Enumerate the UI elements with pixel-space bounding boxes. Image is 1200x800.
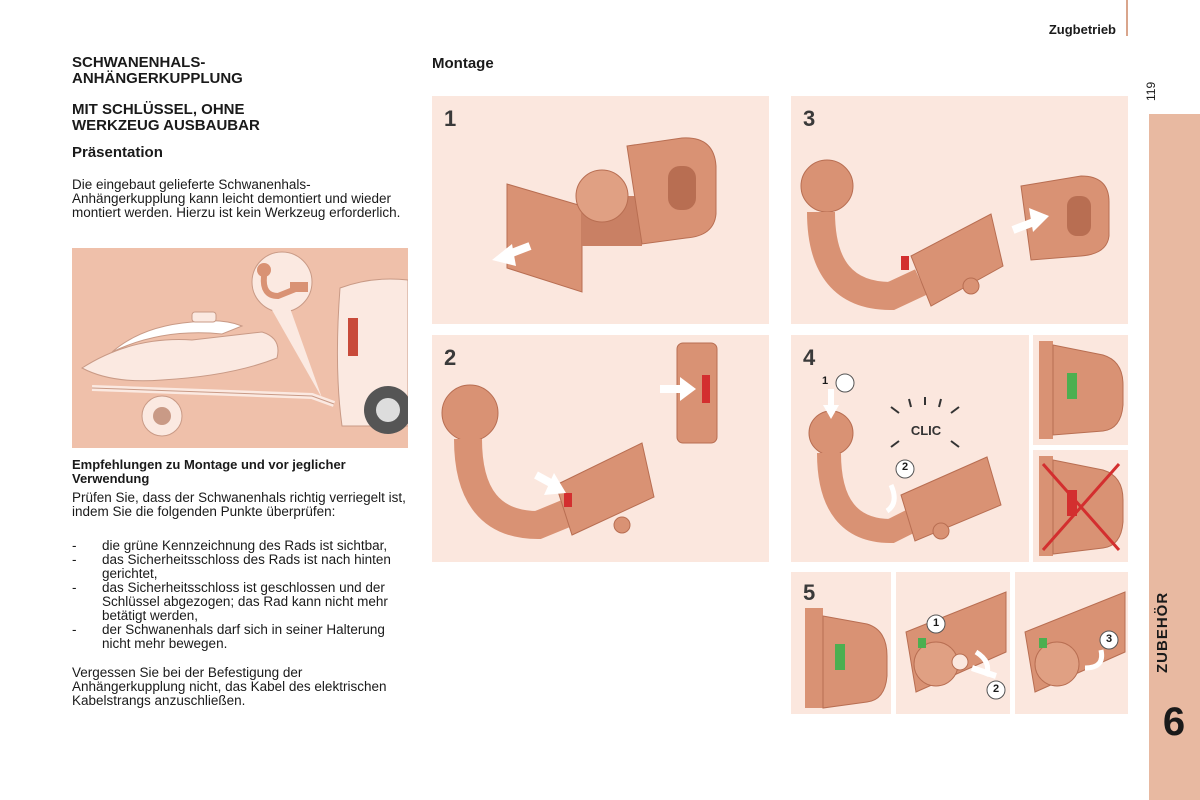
section-title: Zugbetrieb [1048, 22, 1116, 37]
presentation-heading: Präsentation [72, 144, 163, 161]
list-bullet: - [72, 552, 77, 567]
step-5c-panel: 3 [1015, 572, 1128, 714]
step-5b-panel: 1 2 [896, 572, 1010, 714]
list-item-text: das Sicherheitsschloss des Rads ist nach… [102, 552, 391, 581]
step-5-illustration [805, 608, 888, 709]
step-3-number: 3 [803, 106, 816, 131]
montage-heading: Montage [432, 55, 494, 72]
list-item: - der Schwanenhals darf sich in seiner Ha… [72, 623, 407, 651]
wrong-position-illustration [1039, 456, 1124, 556]
trailer-illustration [72, 248, 408, 448]
list-item: - die grüne Kennzeichnung des Rads ist si… [72, 539, 407, 553]
step-4-illustration [808, 373, 1002, 544]
step-4-panel: 4 1 2 CLIC [791, 335, 1029, 562]
list-item-text: das Sicherheitsschloss ist geschlossen u… [102, 580, 388, 623]
page-number: 119 [1144, 81, 1158, 101]
main-title-line-2: ANHÄNGERKUPPLUNG [72, 70, 243, 87]
clic-label: CLIC [910, 423, 942, 438]
step-1-number: 1 [444, 106, 457, 131]
main-title: SCHWANENHALS- ANHÄNGERKUPPLUNG [72, 55, 372, 87]
secondary-title: MIT SCHLÜSSEL, OHNE WERKZEUG AUSBAUBAR [72, 102, 372, 134]
step-1-illustration [492, 137, 717, 293]
main-title-line-1: SCHWANENHALS- [72, 54, 206, 71]
step-3-illustration [800, 159, 1110, 311]
step-5-number: 5 [803, 580, 816, 605]
step-3-panel: 3 [791, 96, 1128, 324]
marker-3: 3 [1105, 633, 1113, 645]
list-bullet: - [72, 580, 77, 595]
secondary-title-line-1: MIT SCHLÜSSEL, OHNE [72, 101, 245, 118]
step-5-panel: 5 [791, 572, 891, 714]
marker-2: 2 [901, 461, 909, 473]
chapter-tab-label: ZUBEHÖR [1154, 591, 1171, 674]
step-4-detail-wrong-panel [1033, 450, 1128, 562]
step-2-number: 2 [444, 345, 457, 370]
intro-paragraph: Die eingebaut gelieferte Schwanenhals-An… [72, 177, 401, 220]
chapter-number: 6 [1162, 700, 1186, 744]
step-4-number: 4 [803, 345, 816, 370]
list-item-text: der Schwanenhals darf sich in seiner Hal… [102, 622, 385, 651]
secondary-title-line-2: WERKZEUG AUSBAUBAR [72, 117, 260, 134]
marker-2: 2 [992, 683, 1000, 695]
header-rule [1126, 0, 1128, 36]
recommendations-intro: Prüfen Sie, dass der Schwanenhals richti… [72, 490, 406, 519]
lock-closed-illustration [1024, 591, 1126, 693]
step-1-panel: 1 [432, 96, 769, 324]
list-item: - das Sicherheitsschloss des Rads ist nac… [72, 553, 407, 581]
marker-1: 1 [821, 375, 829, 387]
marker-1: 1 [932, 617, 940, 629]
chapter-side-tab [1149, 114, 1200, 800]
recommendations-list: - die grüne Kennzeichnung des Rads ist si… [72, 539, 407, 651]
list-item: - das Sicherheitsschloss ist geschlossen … [72, 581, 407, 623]
list-bullet: - [72, 538, 77, 553]
step-4-detail-ok-panel [1033, 335, 1128, 445]
step-2-panel: 2 [432, 335, 769, 562]
list-item-text: die grüne Kennzeichnung des Rads ist sic… [102, 538, 388, 553]
closing-paragraph: Vergessen Sie bei der Befestigung der An… [72, 665, 387, 708]
recommendations-heading: Empfehlungen zu Montage und vor jegliche… [72, 457, 346, 486]
correct-position-illustration [1039, 341, 1124, 439]
step-2-illustration [441, 342, 718, 540]
unlock-key-illustration [905, 591, 1007, 700]
list-bullet: - [72, 622, 77, 637]
